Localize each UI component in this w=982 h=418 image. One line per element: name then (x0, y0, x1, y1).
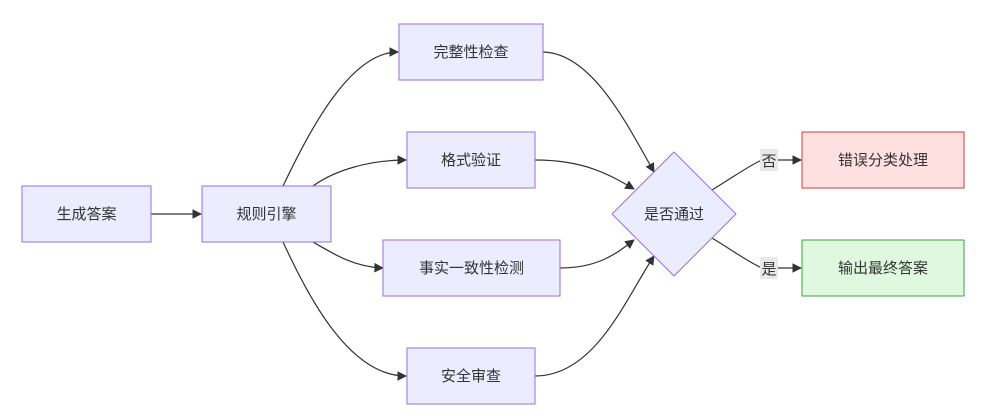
edge-rule-to-safety (282, 241, 407, 381)
node-fact-consistency-check: 事实一致性检测 (382, 239, 561, 297)
node-rule-engine-label: 规则引擎 (236, 205, 296, 223)
node-generate-answer-label: 生成答案 (56, 205, 116, 223)
node-error-handling: 错误分类处理 (801, 131, 965, 189)
node-safety-review: 安全审查 (406, 347, 536, 405)
edge-format-to-decision (534, 159, 635, 190)
edge-label-yes-text: 是 (761, 260, 776, 278)
edge-rule-to-fact (312, 241, 384, 273)
edge-rule-to-format (312, 155, 407, 187)
node-pass-decision: 是否通过 (611, 151, 737, 277)
edge-label-yes: 是 (760, 257, 778, 279)
edge-label-no: 否 (760, 149, 778, 171)
edge-safety-to-decision (534, 255, 655, 377)
edge-fact-to-decision (559, 239, 635, 269)
node-generate-answer: 生成答案 (21, 185, 152, 243)
node-error-handling-label: 错误分类处理 (838, 151, 928, 169)
edge-decision-to-error (711, 159, 763, 191)
edge-rule-to-completeness (282, 47, 399, 187)
node-output-final: 输出最终答案 (801, 239, 965, 297)
node-output-final-label: 输出最终答案 (838, 259, 928, 277)
node-pass-decision-label: 是否通过 (644, 205, 704, 223)
node-completeness-check: 完整性检查 (398, 23, 544, 81)
edges (151, 47, 802, 381)
node-format-validation: 格式验证 (406, 131, 536, 189)
node-format-validation-label: 格式验证 (441, 151, 501, 169)
node-completeness-check-label: 完整性检查 (433, 43, 508, 61)
node-rule-engine: 规则引擎 (201, 185, 332, 243)
edge-label-no-text: 否 (761, 152, 776, 170)
edge-completeness-to-decision (541, 51, 655, 173)
node-fact-consistency-check-label: 事实一致性检测 (419, 259, 524, 277)
node-safety-review-label: 安全审查 (441, 367, 501, 385)
edge-decision-to-output (711, 237, 763, 269)
